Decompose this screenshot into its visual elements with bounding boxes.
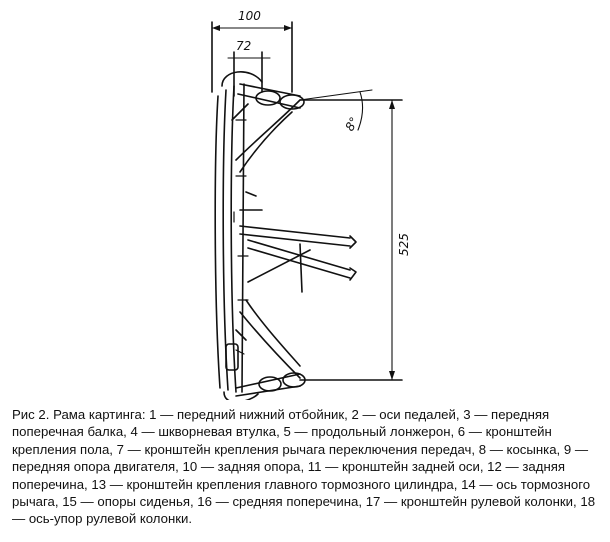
dimension-525 — [299, 99, 403, 381]
rear-bumper — [223, 343, 306, 400]
front-bumper — [221, 71, 305, 110]
dim-angle-label: 8° — [342, 115, 361, 134]
middle-crossmember — [239, 191, 357, 293]
brackets — [233, 119, 249, 355]
rear-diagonals — [235, 299, 301, 379]
dim-100-label: 100 — [238, 9, 261, 23]
angle-8-deg — [299, 89, 373, 131]
figure-caption: Рис 2. Рама картинга: 1 — передний нижни… — [12, 407, 596, 527]
front-diagonals — [231, 99, 301, 173]
kart-frame-drawing: 100 72 525 8° — [211, 9, 411, 400]
dim-72-label: 72 — [236, 39, 251, 53]
longitudinal-rails — [214, 83, 245, 393]
dim-525-label: 525 — [397, 233, 411, 256]
dimension-100 — [211, 21, 293, 93]
